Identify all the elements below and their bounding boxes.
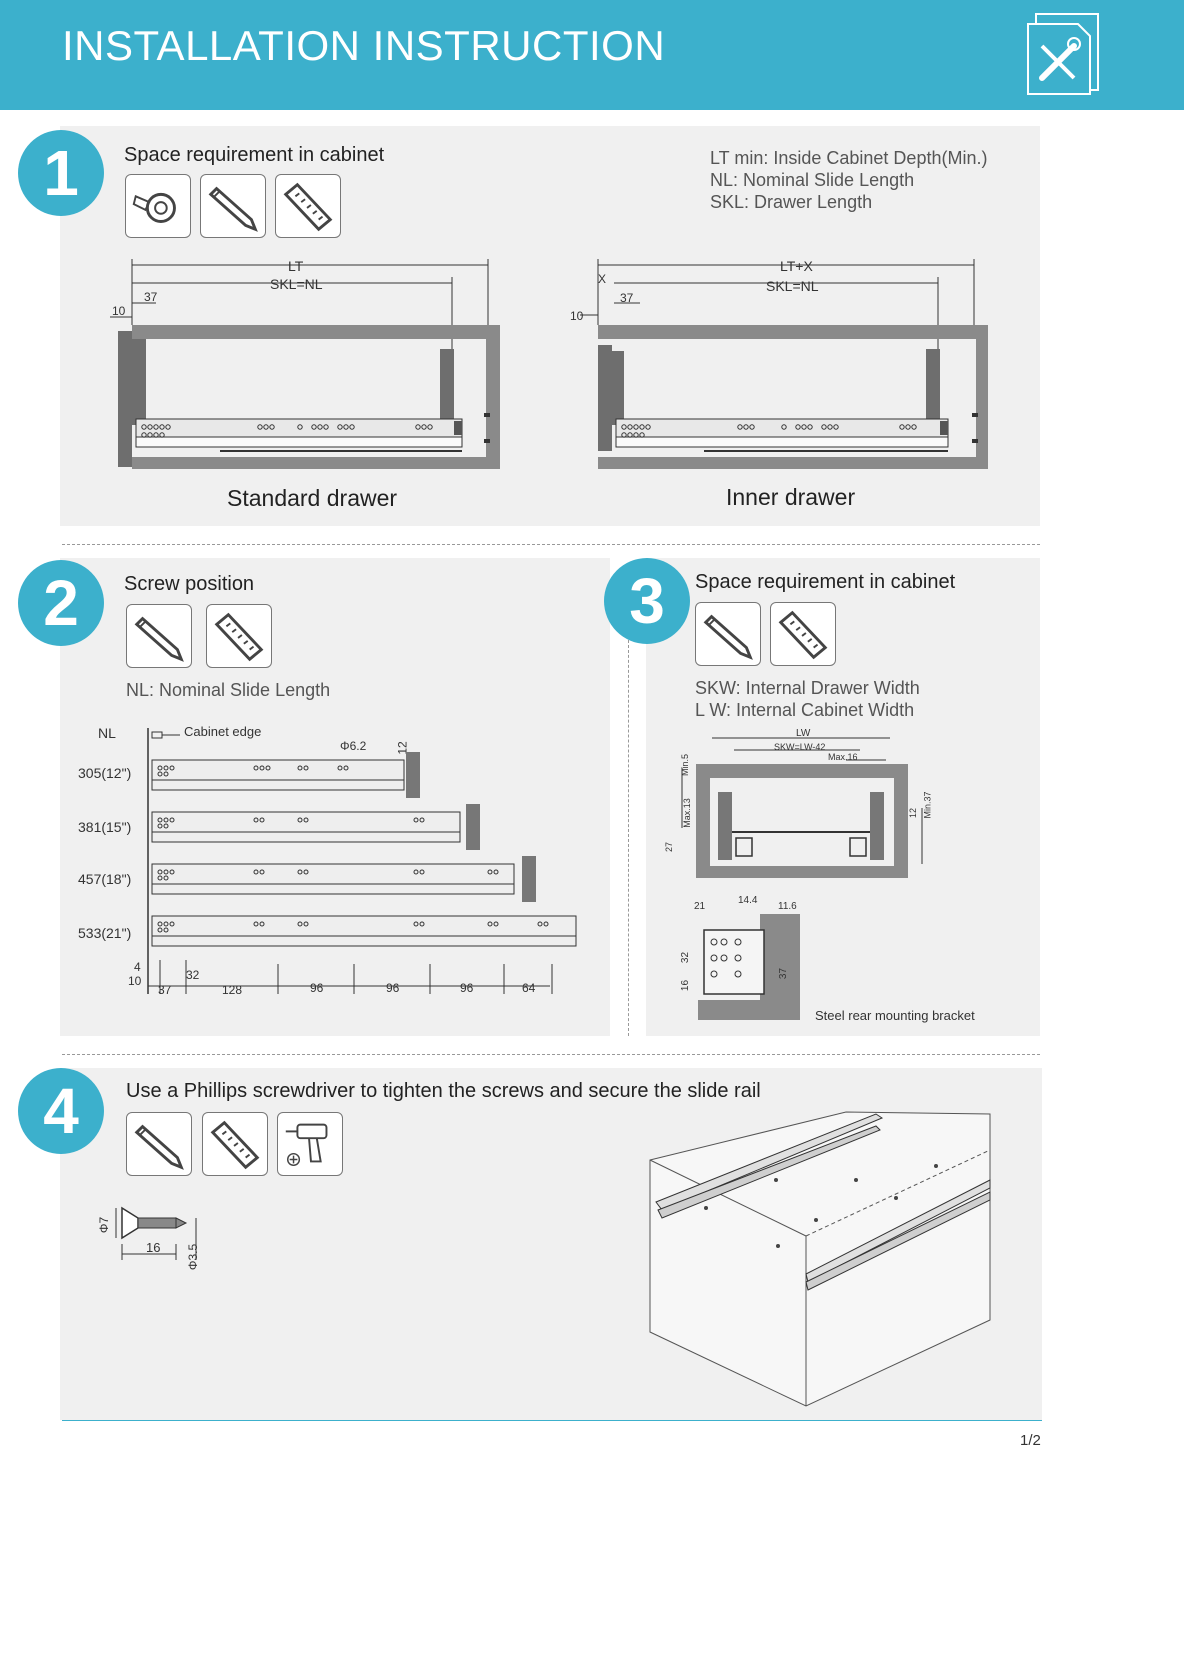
nl-row-457: 457(18") (78, 871, 132, 887)
max13-label: Max.13 (681, 798, 692, 828)
step3-number: 3 (604, 558, 690, 644)
power-drill-icon (277, 1112, 343, 1176)
cabinet-installation-illustration (649, 1111, 991, 1407)
b37-label: 37 (778, 967, 790, 980)
step1-note-lt: LT min: Inside Cabinet Depth(Min.) (710, 148, 988, 168)
nl-header: NL (98, 725, 116, 741)
inner-x-label: X (598, 272, 607, 286)
dim-4: 4 (134, 960, 141, 974)
b16-label: 16 (680, 979, 692, 992)
dim-37: 37 (158, 983, 172, 997)
divider-1 (62, 544, 1040, 545)
screw-phi35: Φ3.5 (186, 1243, 201, 1271)
pencil-icon (126, 604, 192, 668)
tape-measure-icon (125, 174, 191, 238)
max16-label: Max.16 (828, 752, 858, 762)
std-37-label: 37 (144, 290, 158, 304)
dim-10: 10 (128, 974, 142, 988)
screw-position-diagram (147, 728, 577, 994)
pencil-icon (695, 602, 761, 666)
page-title: INSTALLATION INSTRUCTION (62, 22, 666, 69)
inner-37-label: 37 (620, 291, 634, 305)
std-caption: Standard drawer (227, 485, 398, 511)
d27-label: 27 (664, 841, 675, 853)
tools-document-icon (1027, 13, 1099, 95)
inner-10-label: 10 (570, 309, 584, 323)
bracket-caption: Steel rear mounting bracket (815, 1008, 975, 1023)
step3-note-skw: SKW: Internal Drawer Width (695, 678, 920, 698)
inner-skl-label: SKL=NL (766, 278, 819, 294)
ruler-icon (770, 602, 836, 666)
step3-note-lw: L W: Internal Cabinet Width (695, 700, 915, 720)
min5-label: Min.5 (680, 753, 691, 777)
dim-96c: 96 (460, 981, 474, 995)
divider-vertical (628, 640, 629, 1036)
page-number: 1/2 (1020, 1432, 1041, 1449)
pencil-icon (200, 174, 266, 238)
ruler-icon (202, 1112, 268, 1176)
step4-number: 4 (18, 1068, 104, 1154)
step1-title: Space requirement in cabinet (124, 144, 385, 166)
phi-label: Φ6.2 (340, 739, 367, 753)
inner-drawer-diagram (580, 259, 988, 469)
std-10-label: 10 (112, 304, 126, 318)
standard-drawer-diagram (110, 259, 500, 469)
d12-label: 12 (908, 807, 919, 819)
step1-number: 1 (18, 130, 104, 216)
cabinet-edge-label: Cabinet edge (184, 724, 262, 739)
header-banner: INSTALLATION INSTRUCTION (0, 0, 1184, 110)
step3-title: Space requirement in cabinet (695, 571, 956, 593)
dim-96a: 96 (310, 981, 324, 995)
dim-128: 128 (222, 983, 243, 997)
divider-2 (62, 1054, 1040, 1055)
rear-bracket-diagram (698, 914, 800, 1020)
lw-label: LW (796, 728, 811, 739)
skw-label: SKW=LW-42 (774, 742, 826, 752)
dim-96b: 96 (386, 981, 400, 995)
b144-label: 14.4 (738, 895, 758, 906)
footer-line (62, 1420, 1042, 1421)
step4-title: Use a Phillips screwdriver to tighten th… (126, 1080, 761, 1102)
min37-label: Min.37 (922, 791, 933, 819)
screw-length: 16 (146, 1240, 161, 1255)
b21-label: 21 (694, 901, 706, 912)
ruler-icon (275, 174, 341, 238)
std-lt-label: LT (288, 258, 304, 274)
nl-row-381: 381(15") (78, 819, 132, 835)
nl-row-533: 533(21") (78, 925, 132, 941)
screw-diagram (115, 1206, 197, 1260)
inner-caption: Inner drawer (726, 484, 856, 510)
screw-phi7: Φ7 (97, 1216, 112, 1234)
step1-note-nl: NL: Nominal Slide Length (710, 170, 915, 190)
nl-row-305: 305(12") (78, 765, 132, 781)
step1-note-skl: SKL: Drawer Length (710, 192, 873, 212)
dim-32: 32 (186, 968, 200, 982)
step2-number: 2 (18, 560, 104, 646)
width-requirement-diagram (681, 737, 923, 878)
ruler-icon (206, 604, 272, 668)
b32-label: 32 (680, 951, 692, 964)
b116-label: 11.6 (778, 901, 797, 912)
pencil-icon (126, 1112, 192, 1176)
step2-title: Screw position (124, 573, 255, 595)
inner-lt-label: LT+X (780, 258, 813, 274)
step2-note: NL: Nominal Slide Length (126, 680, 331, 700)
std-skl-label: SKL=NL (270, 276, 323, 292)
dim-64: 64 (522, 981, 536, 995)
